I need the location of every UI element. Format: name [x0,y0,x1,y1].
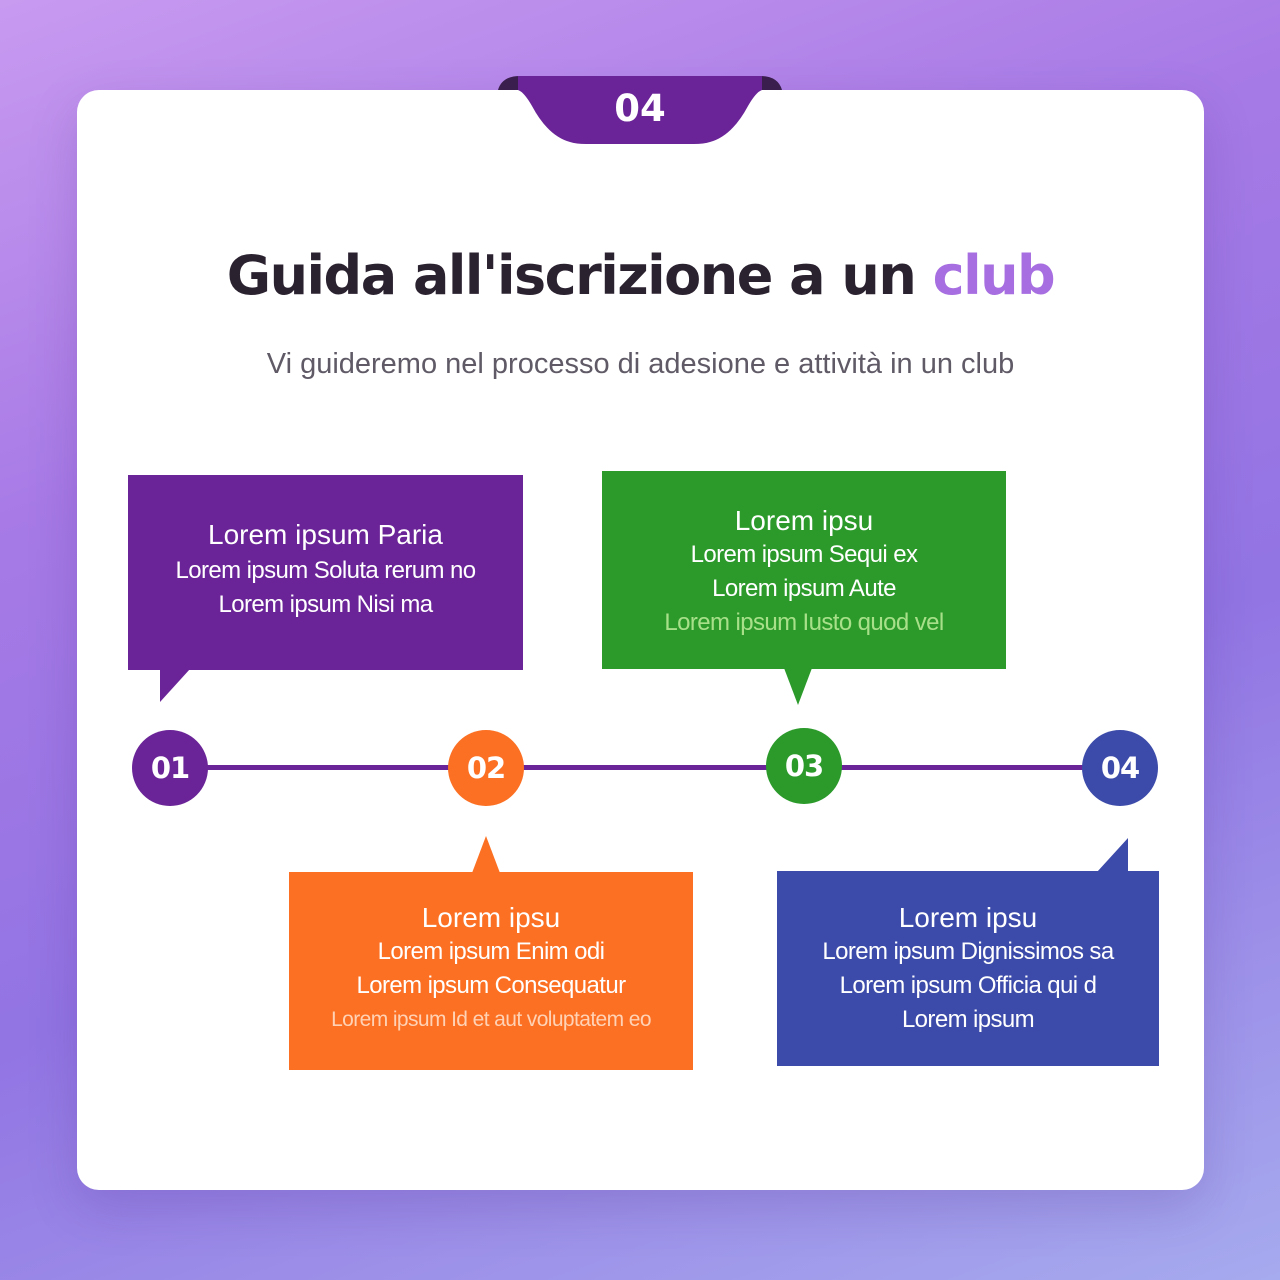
step-4-line-2: Lorem ipsum Officia qui d [839,972,1097,999]
step-2-box: Lorem ipsu Lorem ipsum Enim odi Lorem ip… [289,872,693,1070]
step-2-pointer [472,836,500,873]
step-2-line-3: Lorem ipsum Id et aut voluptatem eo [331,1008,651,1031]
step-2-heading: Lorem ipsu [421,902,561,933]
step-3-heading: Lorem ipsu [734,505,874,536]
step-1-heading: Lorem ipsum Paria [208,519,443,550]
step-4-heading: Lorem ipsu [898,902,1038,933]
page-number-tab: 04 [498,76,782,144]
step-1-pointer [160,669,190,702]
step-1-node: 01 [132,730,208,806]
step-4-line-1: Lorem ipsum Dignissimos sa [822,938,1114,965]
page-title: Guida all'iscrizione a un club [77,244,1204,307]
step-4-line-3: Lorem ipsum [901,1006,1035,1033]
step-3-line-2: Lorem ipsum Aute [712,575,896,602]
step-4-box: Lorem ipsu Lorem ipsum Dignissimos sa Lo… [777,871,1159,1066]
step-2-line-1: Lorem ipsum Enim odi [377,938,605,965]
step-3-box: Lorem ipsu Lorem ipsum Sequi ex Lorem ip… [602,471,1006,669]
step-3-pointer [784,668,812,705]
tab-shape [498,76,782,144]
step-3-line-3: Lorem ipsum Iusto quod vel [664,609,944,636]
step-1-line-1: Lorem ipsum Soluta rerum no [175,557,477,584]
step-2-node: 02 [448,730,524,806]
step-1-box: Lorem ipsum Paria Lorem ipsum Soluta rer… [128,475,523,670]
step-4-pointer [1097,838,1128,872]
title-accent: club [932,244,1056,307]
timeline-connector [170,765,1120,770]
step-2-line-2: Lorem ipsum Consequatur [356,972,626,999]
step-3-node: 03 [766,728,842,804]
step-4-node: 04 [1082,730,1158,806]
page-number: 04 [614,87,666,130]
step-3-line-1: Lorem ipsum Sequi ex [690,541,918,568]
step-1-line-2: Lorem ipsum Nisi ma [218,591,434,618]
title-main: Guida all'iscrizione a un [226,244,933,307]
page-subtitle: Vi guideremo nel processo di adesione e … [266,348,1015,380]
